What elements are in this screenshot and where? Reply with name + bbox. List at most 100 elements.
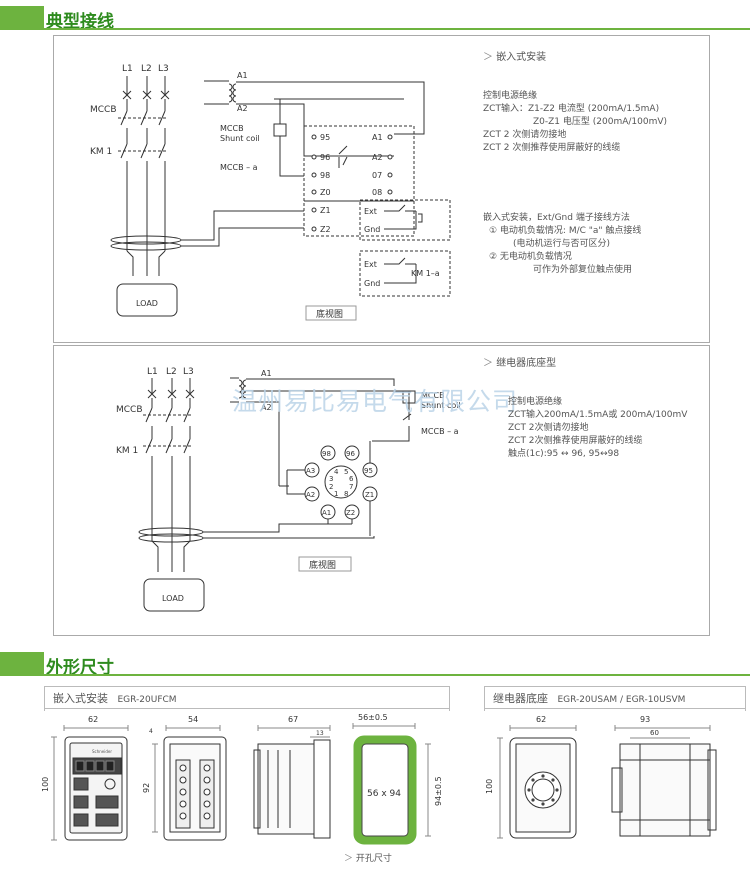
shunt-label: MCCB <box>421 391 445 400</box>
section-header-wiring: 典型接线 <box>0 6 750 32</box>
wiring-panel-socket: L1 L2 L3 MCCB KM 1 LOAD A1 A2 MCCB Shunt… <box>53 345 710 636</box>
brand-label: Schneider <box>92 749 112 754</box>
pin-label: Z2 <box>346 509 355 517</box>
note-line: ZCT 2次侧推荐使用屏蔽好的线缆 <box>508 436 643 446</box>
cutout-width: 56±0.5 <box>358 713 388 722</box>
terminal-label: Z1 <box>320 206 331 215</box>
a1-label: A1 <box>237 71 248 80</box>
socket-number: 8 <box>344 490 348 498</box>
notes-title: ＞ 继电器底座型 <box>483 358 557 369</box>
note-line: (电动机运行与否可区分) <box>513 239 611 249</box>
header-line <box>0 674 750 676</box>
a2-label: A2 <box>261 403 272 412</box>
socket-number: 1 <box>334 490 338 498</box>
mccb-label: MCCB <box>116 405 143 415</box>
note-line: 嵌入式安装，Ext/Gnd 端子接线方法 <box>483 213 630 223</box>
tab-label: 嵌入式安装 <box>53 692 108 705</box>
socket-notes: 控制电源绝缘 ZCT输入200mA/1.5mA或 200mA/100mV ZCT… <box>508 396 687 461</box>
mccb-label: MCCB <box>90 105 117 115</box>
header-line <box>0 28 750 30</box>
model-label: EGR-20UFCM <box>117 695 177 705</box>
load-label: LOAD <box>162 594 184 603</box>
dims-tab-socket: 继电器底座 EGR-20USAM / EGR-10USVM <box>484 686 746 711</box>
pin-label: Z1 <box>365 491 374 499</box>
socket-number: 4 <box>334 468 339 476</box>
phase-label: L2 <box>166 367 177 377</box>
pin-label: 95 <box>364 467 373 475</box>
phase-label: L1 <box>122 64 133 74</box>
km1-label: KM 1 <box>116 446 138 456</box>
model-label: EGR-20USAM / EGR-10USVM <box>557 695 686 705</box>
header-bar <box>0 6 44 28</box>
dim-label: 4 <box>149 728 153 735</box>
pin-label: A1 <box>322 509 331 517</box>
dim-label: 62 <box>536 715 546 724</box>
note-line: 控制电源绝缘 <box>483 91 538 101</box>
pin-label: 96 <box>346 450 355 458</box>
note-line: ZCT 2次侧请勿接地 <box>508 423 589 433</box>
bottom-view-label: 底视图 <box>316 308 343 320</box>
wiring-notes: 控制电源绝缘 ZCT输入：Z1-Z2 电流型 (200mA/1.5mA) Z0-… <box>483 90 667 155</box>
header-bar <box>0 652 44 674</box>
mccb-a-label: MCCB – a <box>421 427 459 436</box>
a2-label: A2 <box>237 104 248 113</box>
note-line: ① 电动机负载情况: M/C "a" 触点接线 <box>489 226 642 236</box>
terminal-label: A2 <box>372 153 383 162</box>
shunt-label: Shunt coil <box>220 134 260 143</box>
gnd-label: Gnd <box>364 225 380 234</box>
socket-number: 5 <box>344 468 348 476</box>
dim-label: 62 <box>88 715 98 724</box>
shunt-label: MCCB <box>220 124 244 133</box>
dims-tab-flush: 嵌入式安装 EGR-20UFCM <box>44 686 450 711</box>
socket-number: 2 <box>329 483 333 491</box>
ext-label: Ext <box>364 260 377 269</box>
terminal-label: 96 <box>320 153 330 162</box>
load-label: LOAD <box>136 299 158 308</box>
wiring-diagram-flush: L1 L2 L3 MCCB KM 1 LOAD A1 A2 MCCB Shunt… <box>90 64 451 321</box>
bottom-view-label: 底视图 <box>309 559 336 571</box>
mccb-a-label: MCCB – a <box>220 163 258 172</box>
pin-label: 98 <box>322 450 331 458</box>
terminal-label: Z0 <box>320 188 331 197</box>
pin-label: A3 <box>306 467 315 475</box>
dim-label: 13 <box>316 730 324 737</box>
a1-label: A1 <box>261 369 272 378</box>
note-line: ZCT输入：Z1-Z2 电流型 (200mA/1.5mA) <box>483 104 660 114</box>
terminal-label: 95 <box>320 133 330 142</box>
gnd-label: Gnd <box>364 279 380 288</box>
terminal-label: 08 <box>372 188 382 197</box>
ext-label: Ext <box>364 207 377 216</box>
km1-label: KM 1 <box>90 147 112 157</box>
terminal-label: 98 <box>320 171 330 180</box>
note-line: ② 无电动机负载情况 <box>489 252 572 262</box>
terminal-label: 07 <box>372 171 382 180</box>
note-line: ZCT输入200mA/1.5mA或 200mA/100mV <box>508 410 688 420</box>
dim-label: 67 <box>288 715 298 724</box>
dimension-drawings-socket: 62 100 93 60 <box>485 715 717 839</box>
dim-label: 93 <box>640 715 650 724</box>
notes-title: ＞ 嵌入式安装 <box>483 52 547 63</box>
terminal-label: A1 <box>372 133 383 142</box>
watermark-text: 温州易比易电气有限公司 <box>232 387 519 416</box>
note-line: 控制电源绝缘 <box>508 397 563 407</box>
cutout-label: ＞ 开孔尺寸 <box>344 852 392 864</box>
phase-label: L1 <box>147 367 158 377</box>
note-line: Z0-Z1 电压型 (200mA/100mV) <box>533 117 668 127</box>
note-line: 触点(1c):95 ↔ 96, 95↔98 <box>508 449 620 459</box>
section-header-dimensions: 外形尺寸 <box>0 652 750 678</box>
terminal-label: Z2 <box>320 225 331 234</box>
dim-label: 100 <box>41 777 50 792</box>
wiring-panel-flush: L1 L2 L3 MCCB KM 1 LOAD A1 A2 MCCB Shunt… <box>53 35 710 343</box>
note-line: ZCT 2 次侧推荐使用屏蔽好的线缆 <box>483 143 621 153</box>
socket-number: 3 <box>329 475 333 483</box>
phase-label: L3 <box>158 64 169 74</box>
note-line: 可作为外部复位触点使用 <box>533 265 633 275</box>
dim-label: 92 <box>142 783 151 793</box>
tab-label: 继电器底座 <box>493 692 548 705</box>
cutout-size: 56 x 94 <box>367 789 401 799</box>
phase-label: L2 <box>141 64 152 74</box>
note-line: ZCT 2 次侧请勿接地 <box>483 130 567 140</box>
km1a-label: KM 1–a <box>411 269 440 278</box>
socket-number: 6 <box>349 475 354 483</box>
dim-label: 60 <box>650 729 659 737</box>
